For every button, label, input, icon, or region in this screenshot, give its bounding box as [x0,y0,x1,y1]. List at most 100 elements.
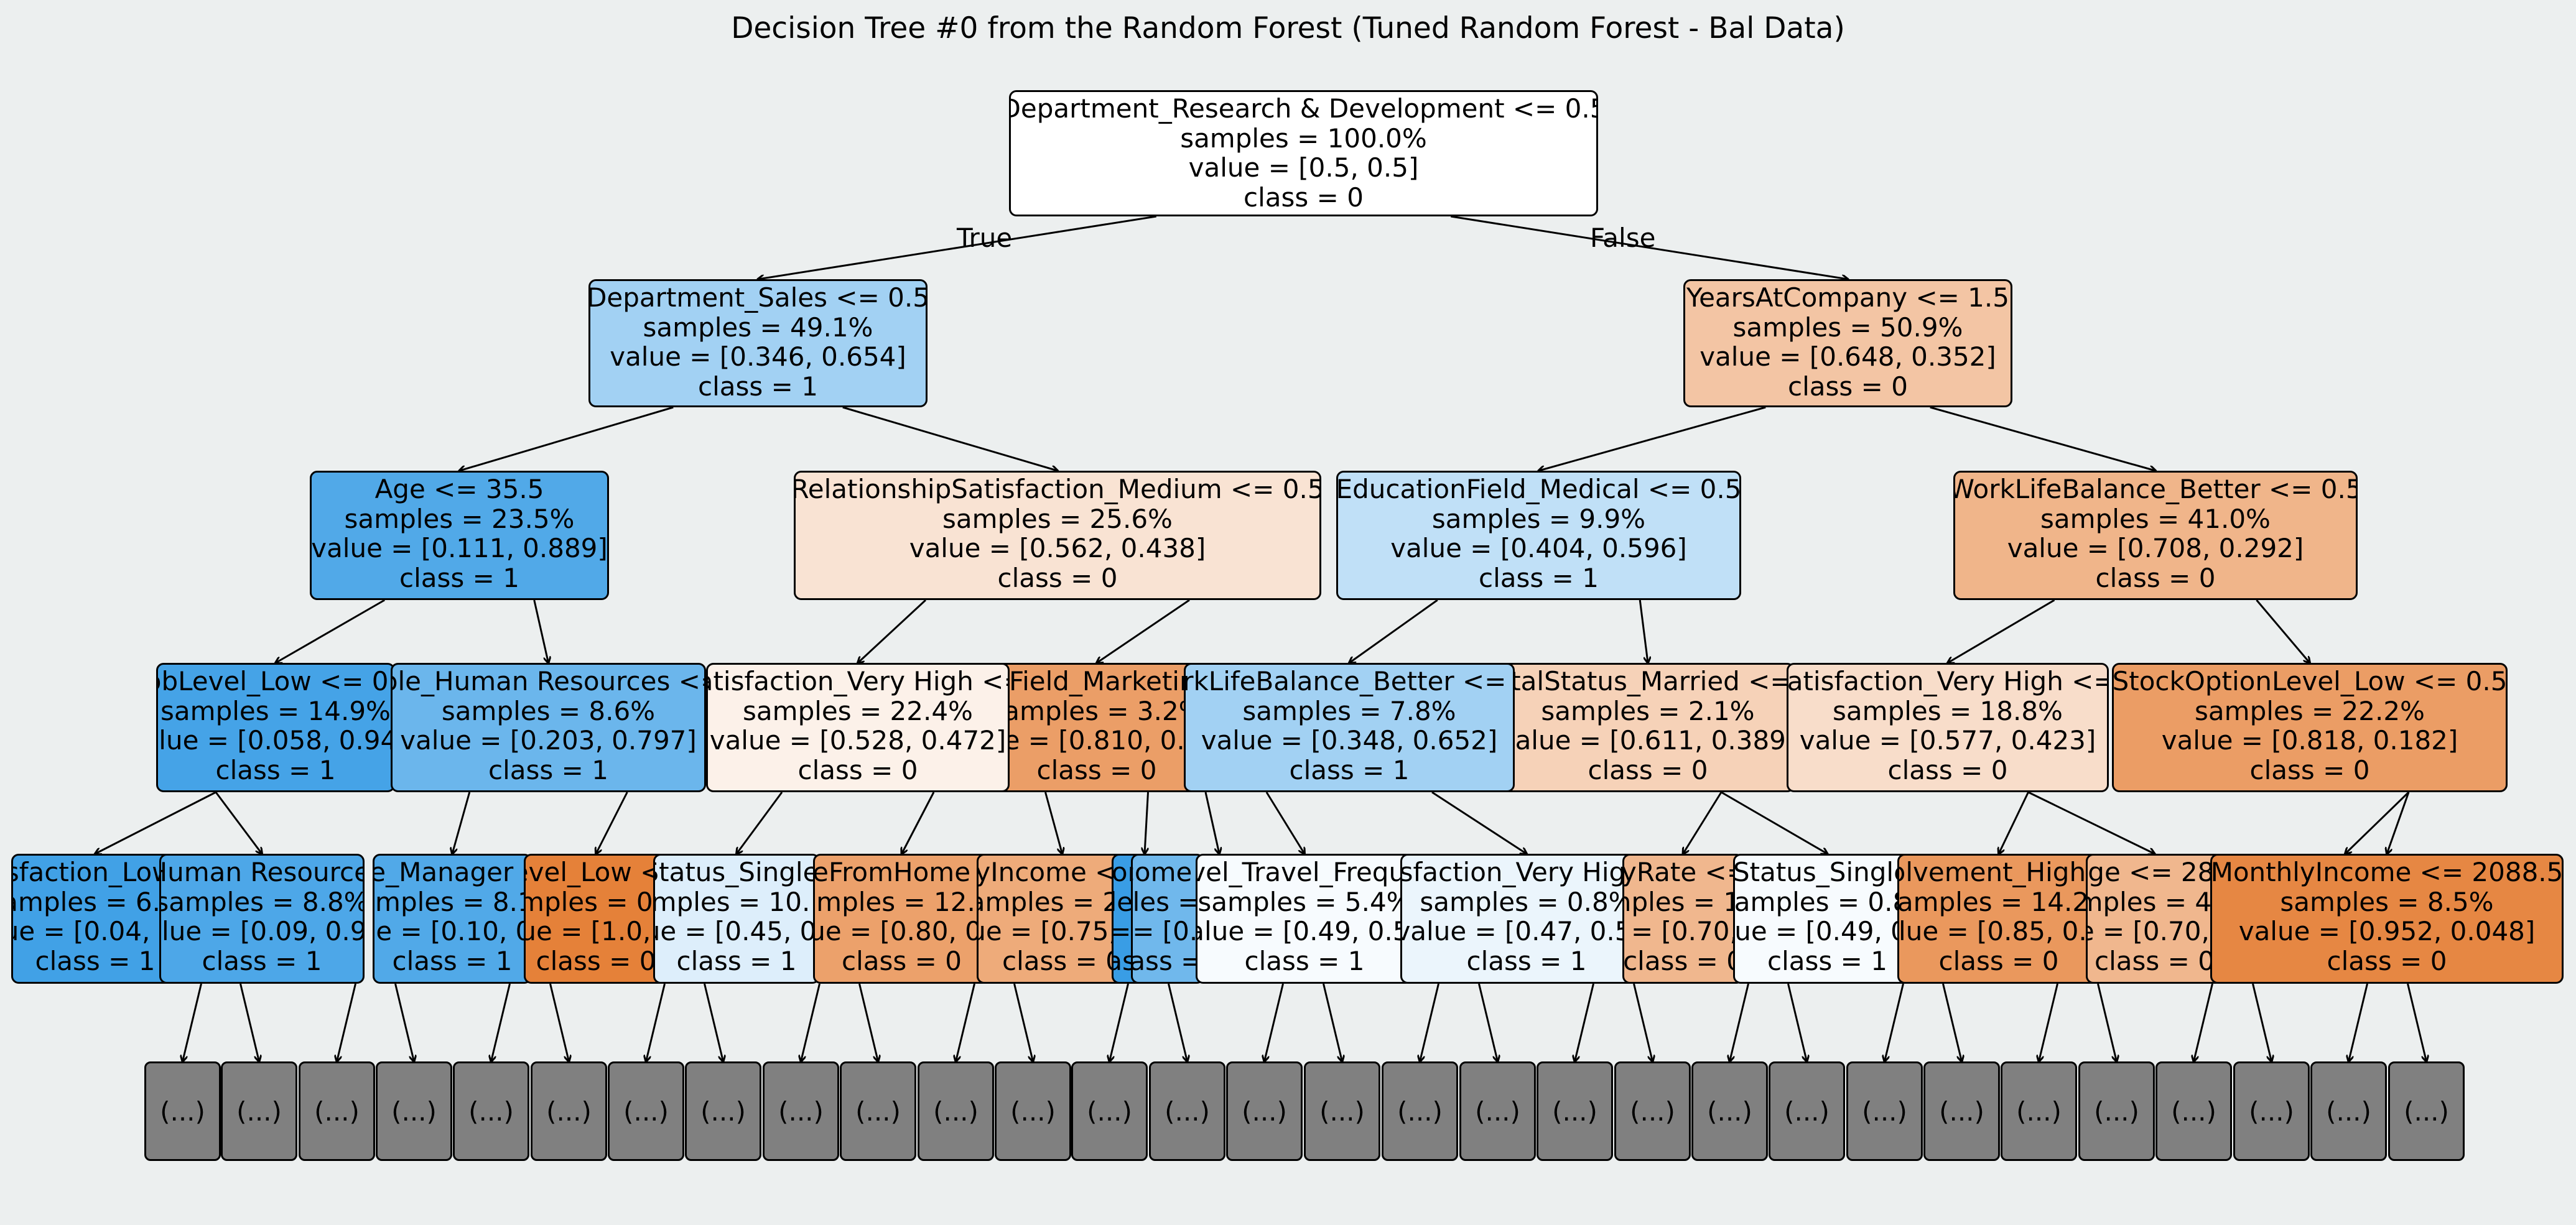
node-samples-label: samples = 18.8% [1833,695,2063,726]
node-value-label: value = [0.058, 0.942] [158,725,393,756]
elided-edge [2252,983,2272,1061]
node-split-label: YearsAtCompany <= 1.5 [1686,282,2009,313]
node-class-label: class = 0 [1887,754,2008,785]
tree-edge [1639,599,1648,663]
node-value-label: value = [0.111, 0.889] [311,533,608,563]
elided-edge [1730,983,1749,1061]
node-split-label: HourlyRate <= 71.0 [1622,857,1742,887]
tree-edge [1721,791,1828,854]
node-value-label: value = [0.404, 0.596] [1390,533,1687,563]
node-class-label: class = 1 [392,945,513,976]
tree-node: JobSatisfaction_Very High <= 0.5samples … [1400,854,1653,984]
node-value-label: value = [0.80, 0.20] [815,916,988,946]
elided-edge [956,983,975,1061]
node-value-label: value = [0.85, 0.15] [1899,916,2098,946]
tree-edge [758,215,1156,279]
node-samples-label: samples = 14.2% [1897,886,2098,917]
node-value-label: value = [0.611, 0.389] [1501,725,1795,756]
elided-subtree: (...) [918,1061,994,1161]
elided-subtree: (...) [1382,1061,1458,1161]
node-value-label: value = [0.562, 0.438] [909,533,1206,563]
node-split-label: JobSatisfaction_Very High <= 0.5 [1400,857,1651,887]
node-class-label: class = 0 [2095,562,2216,593]
tree-edge [1204,792,1219,854]
elided-subtree: (...) [1923,1061,2000,1161]
elided-edge [646,983,666,1061]
node-class-label: class = 0 [536,945,656,976]
node-split-label: JobLevel_Low <= 0.5 [526,857,666,887]
node-class-label: class = 0 [797,754,918,785]
tree-edge [2256,599,2310,663]
edge-label-false: False [1590,223,1656,253]
node-class-label: class = 1 [399,562,519,593]
node-value-label: value = [0.45, 0.55] [655,916,818,946]
node-class-label: class = 1 [676,945,797,976]
elided-edge [2407,983,2427,1061]
elided-subtree: (...) [1226,1061,1303,1161]
elided-subtree: (...) [608,1061,684,1161]
tree-edge [858,599,927,663]
elided-subtree: (...) [2233,1061,2310,1161]
node-samples-label: samples = 10.1% [653,886,818,917]
elided-subtree: (...) [2388,1061,2465,1161]
node-samples-label: samples = 8.5% [2280,886,2494,917]
elided-edge [1168,983,1188,1061]
elided-edge [1478,983,1498,1061]
node-value-label: value = [0.04, 0.96] [13,916,177,946]
node-class-label: class = 0 [1588,754,1708,785]
node-class-label: class = 0 [2249,754,2370,785]
elided-edge [549,983,569,1061]
tree-edge [1265,792,1304,854]
node-samples-label: samples = 100.0% [1180,122,1427,154]
elided-subtree: (...) [840,1061,916,1161]
node-samples-label: samples = 49.1% [643,312,873,343]
node-samples-label: samples = 23.5% [344,503,575,534]
node-class-label: class = 1 [202,945,322,976]
elided-edge [801,983,821,1061]
node-samples-label: samples = 6.1% [13,886,177,917]
elided-edge [1942,983,1962,1061]
node-value-label: value = [0.648, 0.352] [1700,341,1996,372]
elided-subtree: (...) [763,1061,839,1161]
node-samples-label: samples = 8.8% [159,886,365,917]
node-samples-label: samples = 25.6% [942,503,1173,534]
node-class-label: class = 0 [1938,945,2059,976]
node-split-label: Department_Research & Development <= 0.5 [1009,93,1598,124]
tree-edge [460,406,674,471]
node-class-label: class = 1 [1244,945,1365,976]
tree-edge [276,599,385,663]
node-split-label: Age <= 35.5 [374,474,544,504]
elided-subtree: (...) [1614,1061,1691,1161]
elided-edge [1110,983,1129,1061]
node-class-label: class = 1 [1289,754,1410,785]
elided-subtree: (...) [221,1061,297,1161]
node-samples-label: samples = 22.4% [743,695,973,726]
node-split-label: JobLevel_Low <= 0.5 [158,666,393,696]
node-class-label: class = 0 [1036,754,1157,785]
tree-edge [215,792,262,854]
node-class-label: class = 1 [698,371,818,402]
node-value-label: value = [0.10, 0.90] [374,916,530,946]
node-class-label: class = 0 [997,562,1118,593]
node-samples-label: samples = 5.4% [1197,886,1411,917]
elided-subtree: (...) [2310,1061,2387,1161]
chart-title: Decision Tree #0 from the Random Forest … [731,11,1845,45]
node-class-label: class = 0 [1788,371,1908,402]
node-class-label: class = 0 [1244,182,1364,213]
elided-subtree: (...) [453,1061,529,1161]
elided-subtree: (...) [1459,1061,1536,1161]
elided-subtree: (...) [531,1061,607,1161]
elided-edge [1885,983,1904,1061]
elided-edge [1420,983,1439,1061]
